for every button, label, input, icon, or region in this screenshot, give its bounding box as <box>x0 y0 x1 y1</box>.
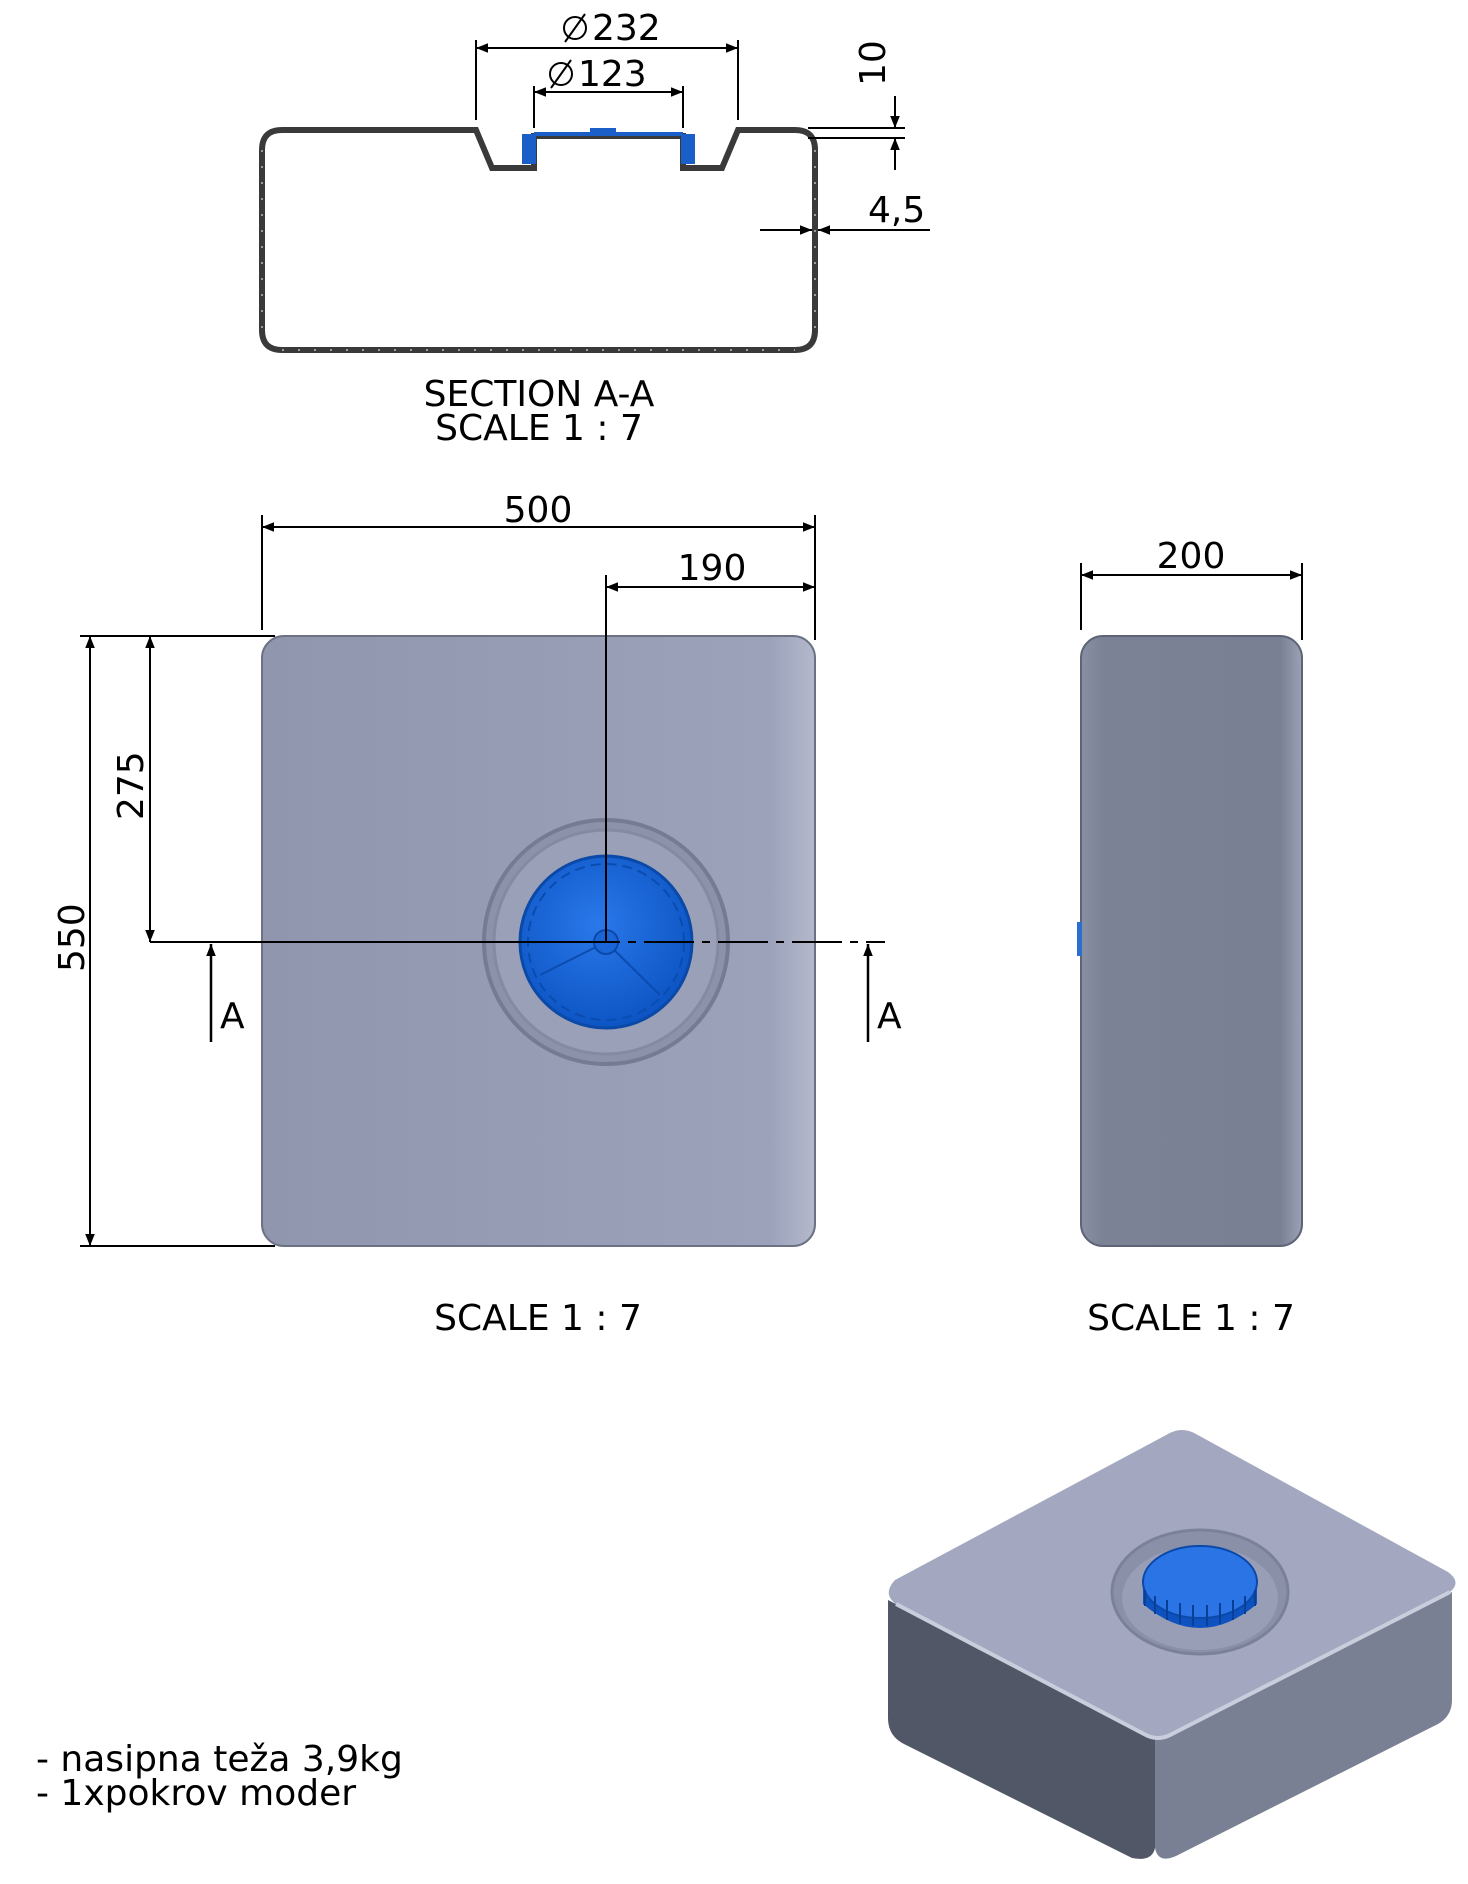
section-cap <box>522 128 695 164</box>
front-view: 500 190 550 275 A A SCALE 1 : 7 <box>52 490 902 1339</box>
diameter-symbol-icon <box>563 13 587 43</box>
dim-half-275: 275 <box>111 751 152 820</box>
dim-dia-outer: 232 <box>592 8 661 49</box>
front-scale: SCALE 1 : 7 <box>434 1298 642 1339</box>
cap-edge-icon <box>1077 922 1082 956</box>
dim-wall: 4,5 <box>868 190 925 231</box>
section-title: SECTION A-A <box>424 374 655 415</box>
note-weight: - nasipna teža 3,9kg <box>36 1739 403 1780</box>
dim-width-500: 500 <box>504 490 573 531</box>
dim-height-550: 550 <box>52 903 93 972</box>
side-scale: SCALE 1 : 7 <box>1087 1298 1295 1339</box>
note-cap: - 1xpokrov moder <box>36 1773 357 1814</box>
side-view: 200 SCALE 1 : 7 <box>1077 536 1303 1339</box>
dim-offset-190: 190 <box>678 548 747 589</box>
isometric-view <box>888 1430 1456 1859</box>
iso-top-edge <box>895 1590 1451 1740</box>
iso-left-face <box>888 1600 1155 1859</box>
iso-right-face <box>1155 1592 1452 1859</box>
cut-label-left: A <box>220 996 245 1037</box>
dim-depth: 10 <box>853 40 894 86</box>
dim-depth-200: 200 <box>1157 536 1226 577</box>
cut-label-right: A <box>877 996 902 1037</box>
dim-dia-inner: 123 <box>578 54 647 95</box>
section-hatch <box>261 150 816 351</box>
iso-cap-icon <box>1142 1545 1258 1628</box>
section-view: 232 123 10 4,5 SECTION A-A SCALE 1 : 7 <box>259 8 930 449</box>
tank-side-body <box>1080 635 1303 1247</box>
section-outline <box>259 127 818 353</box>
diameter-symbol-icon <box>549 59 573 89</box>
section-scale: SCALE 1 : 7 <box>435 408 643 449</box>
